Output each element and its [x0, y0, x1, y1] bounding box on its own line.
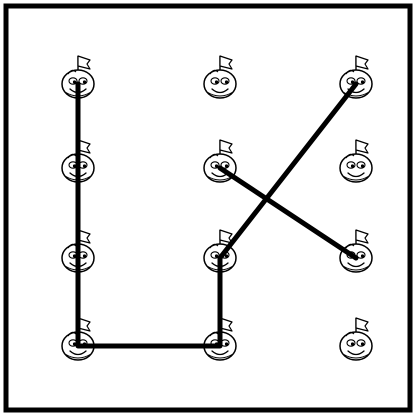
path-stroke-1 — [78, 84, 356, 346]
dot-r4c3[interactable] — [340, 318, 372, 360]
smiley-flag-icon — [340, 56, 372, 98]
path-stroke-2 — [220, 168, 356, 258]
dot-r1c3[interactable] — [340, 56, 372, 98]
paths-layer — [78, 84, 356, 346]
smiley-flag-icon — [204, 56, 236, 98]
smiley-flag-icon — [340, 140, 372, 182]
dot-r1c2[interactable] — [204, 56, 236, 98]
dots-layer — [62, 56, 372, 360]
smiley-flag-icon — [340, 318, 372, 360]
dot-r2c3[interactable] — [340, 140, 372, 182]
